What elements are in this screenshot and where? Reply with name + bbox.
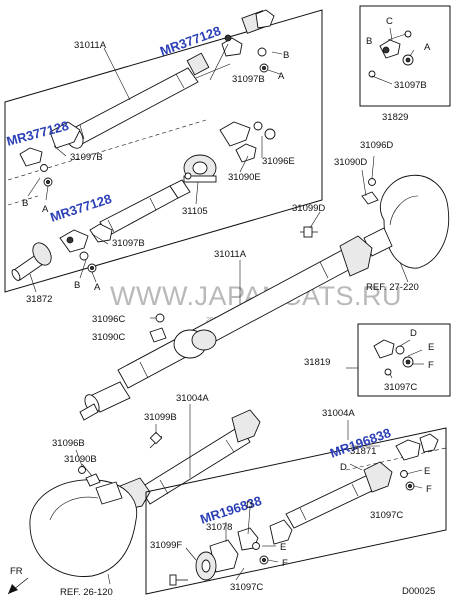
snap-ring-parts-top <box>257 47 269 73</box>
label-31097C-box-b: 31097C <box>230 582 263 593</box>
label-b-mid: B <box>74 280 80 291</box>
label-31872: 31872 <box>26 294 52 305</box>
inset-box-31819 <box>357 323 451 397</box>
label-31078: 31078 <box>206 522 232 533</box>
label-b-top: B <box>283 50 289 61</box>
label-d-box-b: D <box>246 500 253 511</box>
label-31090B: 31090B <box>64 454 97 465</box>
label-f-box: F <box>426 484 432 495</box>
label-31097B-mid: 31097B <box>112 238 145 249</box>
label-31096D: 31096D <box>360 140 393 151</box>
flange-yoke-mid <box>219 121 276 163</box>
label-31096B: 31096B <box>52 438 85 449</box>
callout-mr377128-top: MR377128 <box>158 23 223 59</box>
label-e-box-b: E <box>280 542 286 553</box>
leader-lines <box>27 27 424 585</box>
label-a-inset: A <box>424 42 431 53</box>
center-bearing-31105 <box>183 154 217 183</box>
bolt-and-nut-31096D-31090D <box>361 178 379 205</box>
label-e-box: E <box>424 466 430 477</box>
universal-joint-kit-31829 <box>368 30 414 78</box>
label-31829: 31829 <box>382 112 408 123</box>
label-31097B-left: 31097B <box>70 152 103 163</box>
bolt-31099D <box>300 226 318 238</box>
label-31099D: 31099D <box>292 203 325 214</box>
label-31011A-main: 31011A <box>214 249 247 260</box>
group-box-rear-shaft <box>145 427 447 595</box>
label-ref-27-220: REF. 27-220 <box>366 282 419 293</box>
rear-differential-outline <box>363 174 450 269</box>
group-box-front-shaft <box>4 9 323 293</box>
label-d-inset2: D <box>410 328 417 339</box>
label-31090E: 31090E <box>228 172 261 183</box>
universal-joint-kit-31819 <box>373 339 414 376</box>
label-b-left: B <box>22 198 28 209</box>
label-a-top: A <box>278 71 285 82</box>
front-direction-arrow-icon <box>7 577 29 595</box>
inset-box-31829 <box>359 5 451 107</box>
label-31871: 31871 <box>350 446 376 457</box>
label-f-box-b: F <box>282 558 288 569</box>
label-31105: 31105 <box>182 206 208 217</box>
label-ref-26-120: REF. 26-120 <box>60 587 113 598</box>
label-31097C-box: 31097C <box>370 510 403 521</box>
transfer-case-outline <box>29 479 138 577</box>
label-31096E: 31096E <box>262 156 295 167</box>
label-31097C-inset2: 31097C <box>384 382 417 393</box>
label-31004A-box: 31004A <box>322 408 355 419</box>
label-d-box: D <box>340 462 347 473</box>
label-31090D: 31090D <box>334 157 367 168</box>
universal-joint-lower <box>59 223 113 273</box>
rear-propeller-shaft-31011A <box>79 235 373 421</box>
label-31099B: 31099B <box>144 412 177 423</box>
bolt-and-nut-31096B-31090B <box>78 466 101 487</box>
label-31011A-top: 31011A <box>74 40 107 51</box>
label-b-inset: B <box>366 36 372 47</box>
front-propeller-shaft-31011A <box>64 52 210 149</box>
label-c-inset: C <box>386 16 393 27</box>
label-31819: 31819 <box>304 357 330 368</box>
center-bearing-31078 <box>209 527 269 573</box>
diagram-code: D00025 <box>402 586 435 597</box>
label-f-inset2: F <box>428 360 434 371</box>
bolt-and-nut-31096C-31090C <box>149 313 167 343</box>
flange-31099F <box>169 551 217 586</box>
label-31097B-inset: 31097B <box>394 80 427 91</box>
bolt-31099B <box>149 431 163 449</box>
universal-joint-yoke-top <box>221 9 275 57</box>
companion-flange-31872 <box>11 242 52 281</box>
label-31097B-top: 31097B <box>232 74 265 85</box>
label-31004A-main: 31004A <box>176 393 209 404</box>
label-31099F: 31099F <box>150 540 182 551</box>
label-a-left: A <box>42 204 49 215</box>
label-e-inset2: E <box>428 342 434 353</box>
label-a-mid: A <box>94 282 101 293</box>
universal-joint-31871 <box>395 433 439 491</box>
propeller-shaft-31004A-boxed <box>269 461 393 545</box>
label-fr: FR <box>10 566 23 577</box>
intermediate-shaft-31105 <box>99 172 192 237</box>
label-31090C: 31090C <box>92 332 125 343</box>
label-31096C: 31096C <box>92 314 125 325</box>
universal-joint-left <box>19 121 81 187</box>
